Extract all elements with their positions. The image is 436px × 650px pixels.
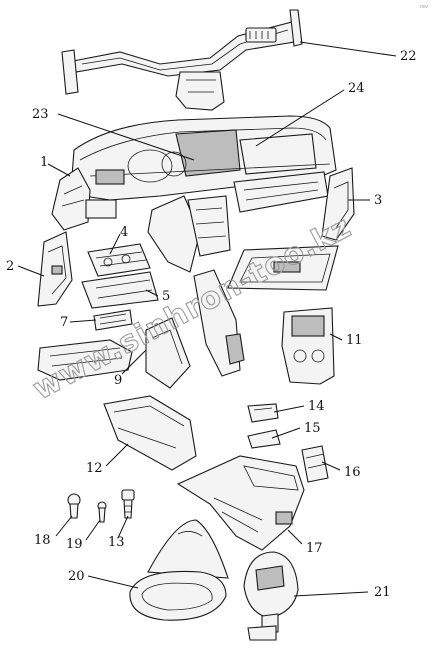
part-lower-dash-panel (103, 395, 197, 471)
callout-12: 12 (86, 461, 103, 476)
callout-23: 23 (32, 107, 49, 122)
callout-21: 21 (374, 585, 391, 600)
part-radio-bezel (281, 307, 335, 385)
callout-17: 17 (306, 541, 323, 556)
callout-3: 3 (374, 193, 382, 208)
part-console-bracket (301, 445, 329, 483)
part-switch-cluster (81, 243, 159, 309)
callout-16: 16 (344, 465, 361, 480)
callout-11: 11 (346, 333, 363, 348)
part-floor-console (176, 455, 305, 551)
callout-9: 9 (114, 373, 122, 388)
part-shifter-knob (243, 551, 299, 641)
corner-mark: rev (420, 4, 428, 10)
callout-18: 18 (34, 533, 51, 548)
part-center-stack (147, 195, 231, 273)
part-console-side-panel (193, 269, 245, 377)
callout-5: 5 (162, 289, 170, 304)
part-cup-holder (247, 403, 279, 423)
callout-22: 22 (400, 49, 417, 64)
callout-labels: 22 23 24 1 2 3 4 5 7 9 11 12 13 14 15 16… (6, 49, 417, 600)
callout-24: 24 (348, 81, 365, 96)
part-left-lower-trim (37, 317, 191, 389)
part-right-end-cap (321, 167, 355, 241)
part-clip-bracket (247, 429, 281, 449)
callout-13: 13 (108, 535, 125, 550)
part-cross-car-beam (61, 9, 303, 111)
part-glove-box (227, 245, 339, 291)
callout-19: 19 (66, 537, 83, 552)
callout-4: 4 (120, 225, 128, 240)
callout-14: 14 (308, 399, 325, 414)
part-instrument-panel (71, 115, 337, 213)
part-fastener-19 (97, 501, 107, 523)
callout-1: 1 (40, 155, 48, 170)
callout-7: 7 (60, 315, 68, 330)
callout-15: 15 (304, 421, 321, 436)
callout-20: 20 (68, 569, 85, 584)
part-fastener-18 (67, 493, 81, 519)
part-shifter-boot (129, 519, 229, 621)
part-left-side-panel (37, 231, 73, 307)
callout-2: 2 (6, 259, 14, 274)
part-left-end-cap (51, 167, 117, 231)
part-fastener-13 (121, 489, 135, 519)
part-small-trim-panel (93, 309, 133, 331)
leader-lines (17, 41, 397, 597)
